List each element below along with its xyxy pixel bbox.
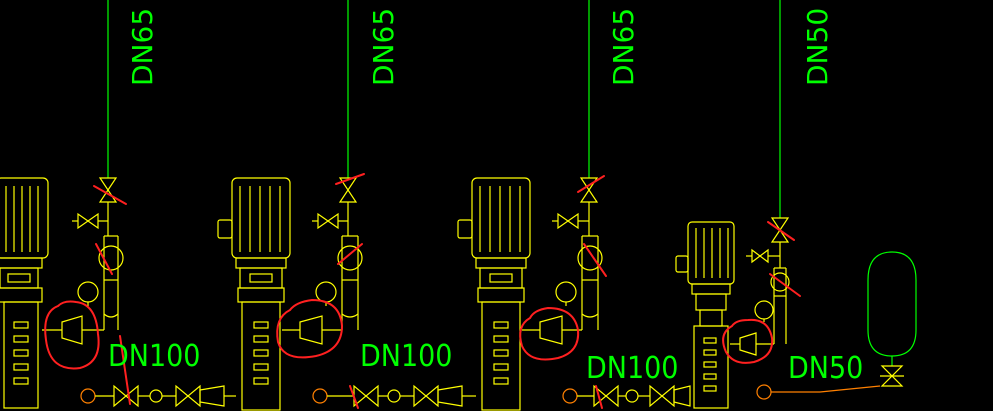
markup-circle-3 bbox=[519, 306, 580, 361]
riser-label-4: DN50 bbox=[801, 8, 834, 86]
header-label-1: DN100 bbox=[108, 339, 200, 374]
markup-circle-4 bbox=[722, 318, 774, 364]
pump-unit-4 bbox=[675, 217, 790, 409]
header-label-3: DN100 bbox=[586, 351, 678, 386]
pump-unit-3 bbox=[457, 177, 603, 411]
markup-slash-2c bbox=[349, 385, 359, 409]
header-label-4: DN50 bbox=[788, 351, 863, 386]
markup-slash-3a bbox=[577, 175, 605, 193]
riser-label-2: DN65 bbox=[367, 8, 400, 86]
markup-slash-1b bbox=[95, 243, 113, 275]
markup-slash-1c bbox=[119, 335, 131, 405]
pump-unit-1 bbox=[0, 177, 124, 409]
markup-slash-3b bbox=[583, 243, 607, 277]
markup-circle-1 bbox=[44, 300, 100, 370]
suction-header bbox=[80, 384, 881, 408]
riser-label-1: DN65 bbox=[126, 8, 159, 86]
markup-slash-4b bbox=[769, 273, 801, 297]
markup-slash-2b bbox=[337, 243, 363, 265]
markup-slash-3c bbox=[595, 385, 603, 409]
pump-unit-2 bbox=[217, 177, 363, 411]
markup-slash-1a bbox=[93, 185, 127, 205]
riser-label-3: DN65 bbox=[607, 8, 640, 86]
review-markup bbox=[44, 173, 801, 409]
header-label-2: DN100 bbox=[360, 339, 452, 374]
markup-circle-2 bbox=[276, 298, 344, 359]
markup-slash-4a bbox=[767, 221, 795, 241]
markup-slash-2a bbox=[335, 173, 365, 185]
riser-pipes bbox=[107, 0, 781, 218]
pressure-tank bbox=[867, 251, 917, 387]
